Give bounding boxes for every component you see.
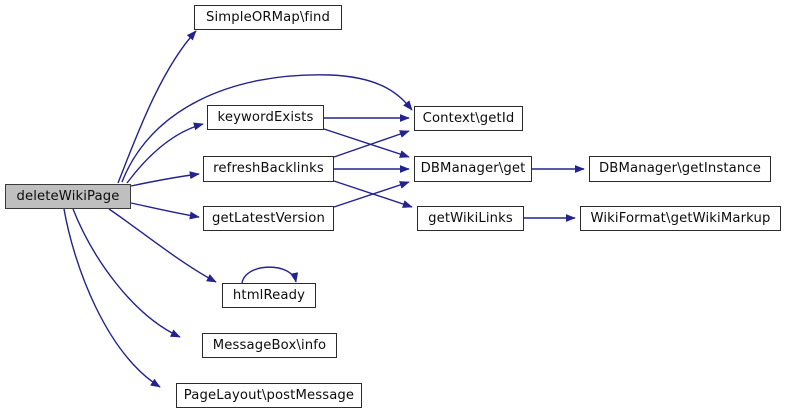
graph-node-label: PageLayout\postMessage bbox=[183, 387, 355, 403]
graph-node-messageBoxInfo[interactable]: MessageBox\info bbox=[202, 333, 337, 358]
graph-node-htmlReady[interactable]: htmlReady bbox=[222, 283, 316, 308]
edge-refreshBacklinks-to-contextGetId bbox=[333, 130, 410, 158]
graph-node-dbManagerGetInstance[interactable]: DBManager\getInstance bbox=[589, 156, 771, 182]
edge-deleteWikiPage-to-htmlReady bbox=[108, 208, 217, 283]
graph-node-contextGetId[interactable]: Context\getId bbox=[414, 106, 523, 131]
edge-deleteWikiPage-to-getLatestVersion bbox=[130, 202, 200, 220]
graph-node-label: getWikiLinks bbox=[428, 210, 513, 226]
edge-htmlReady-self-loop bbox=[241, 266, 299, 284]
graph-node-label: Context\getId bbox=[422, 110, 515, 126]
edge-deleteWikiPage-to-refreshBacklinks bbox=[130, 171, 200, 187]
graph-node-pageLayoutPostMessage[interactable]: PageLayout\postMessage bbox=[176, 383, 362, 408]
graph-node-keywordExists[interactable]: keywordExists bbox=[207, 105, 324, 130]
graph-node-dbManagerGet[interactable]: DBManager\get bbox=[414, 156, 532, 182]
graph-node-label: deleteWikiPage bbox=[16, 188, 120, 204]
graph-node-deleteWikiPage[interactable]: deleteWikiPage bbox=[5, 184, 131, 209]
graph-node-label: keywordExists bbox=[217, 109, 314, 125]
edge-deleteWikiPage-to-simpleORMapFind bbox=[117, 30, 197, 184]
edge-deleteWikiPage-to-messageBoxInfo bbox=[72, 208, 181, 338]
graph-node-label: SimpleORMap\find bbox=[206, 9, 330, 25]
graph-node-label: getLatestVersion bbox=[211, 210, 325, 226]
graph-node-label: MessageBox\info bbox=[212, 337, 327, 353]
edge-keywordExists-to-dbManagerGet bbox=[323, 128, 410, 158]
edge-refreshBacklinks-to-getWikiLinks bbox=[333, 180, 413, 208]
graph-node-label: DBManager\getInstance bbox=[599, 161, 761, 177]
graph-node-simpleORMapFind[interactable]: SimpleORMap\find bbox=[194, 5, 342, 30]
graph-node-label: WikiFormat\getWikiMarkup bbox=[590, 210, 771, 226]
graph-node-label: refreshBacklinks bbox=[213, 161, 324, 177]
edge-getLatestVersion-to-dbManagerGet bbox=[333, 181, 410, 208]
edge-deleteWikiPage-to-pageLayoutPostMessage bbox=[63, 208, 161, 388]
edge-deleteWikiPage-to-keywordExists bbox=[126, 122, 204, 184]
graph-node-getLatestVersion[interactable]: getLatestVersion bbox=[203, 206, 334, 231]
graph-node-getWikiLinks[interactable]: getWikiLinks bbox=[417, 206, 524, 231]
graph-node-label: htmlReady bbox=[232, 287, 306, 303]
graph-node-wikiFormatGetWikiMarkup[interactable]: WikiFormat\getWikiMarkup bbox=[580, 206, 781, 231]
graph-node-label: DBManager\get bbox=[420, 161, 526, 177]
graph-node-refreshBacklinks[interactable]: refreshBacklinks bbox=[203, 156, 334, 182]
